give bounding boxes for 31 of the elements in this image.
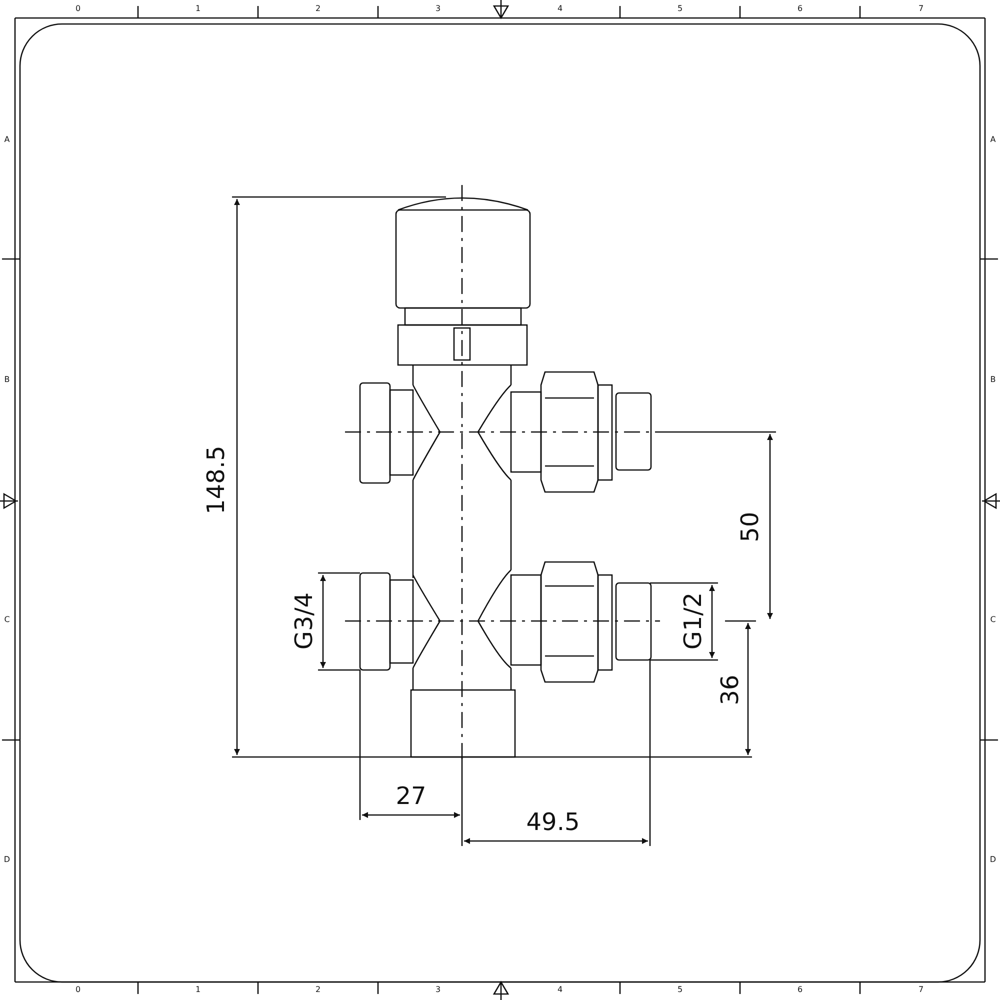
grid-reference: B: [4, 376, 10, 384]
grid-reference: 1: [195, 5, 201, 13]
dimension-label: 49.5: [526, 810, 580, 834]
grid-reference: 4: [557, 986, 563, 994]
dimension-label: 36: [718, 674, 742, 706]
thread-size-label: G1/2: [681, 592, 705, 650]
grid-reference: 4: [557, 5, 563, 13]
grid-reference: D: [4, 856, 10, 864]
dimension-label: 27: [396, 784, 426, 808]
grid-reference: 5: [677, 986, 683, 994]
dimension-label: 148.5: [204, 446, 228, 514]
grid-reference: 1: [195, 986, 201, 994]
dimension-label: 50: [738, 512, 762, 542]
grid-reference: B: [990, 376, 996, 384]
grid-reference: 3: [435, 986, 441, 994]
grid-reference: 0: [75, 5, 81, 13]
grid-reference: A: [4, 136, 10, 144]
thread-size-label: G3/4: [292, 592, 316, 650]
grid-reference: 6: [797, 986, 803, 994]
grid-reference: 5: [677, 5, 683, 13]
grid-reference: C: [990, 616, 996, 624]
grid-reference: D: [990, 856, 996, 864]
grid-reference: 7: [918, 986, 924, 994]
grid-reference: 2: [315, 986, 321, 994]
grid-reference: 6: [797, 5, 803, 13]
grid-reference: 3: [435, 5, 441, 13]
grid-reference: 7: [918, 5, 924, 13]
grid-reference: 0: [75, 986, 81, 994]
grid-reference: C: [4, 616, 10, 624]
grid-reference: A: [990, 136, 996, 144]
grid-reference: 2: [315, 5, 321, 13]
